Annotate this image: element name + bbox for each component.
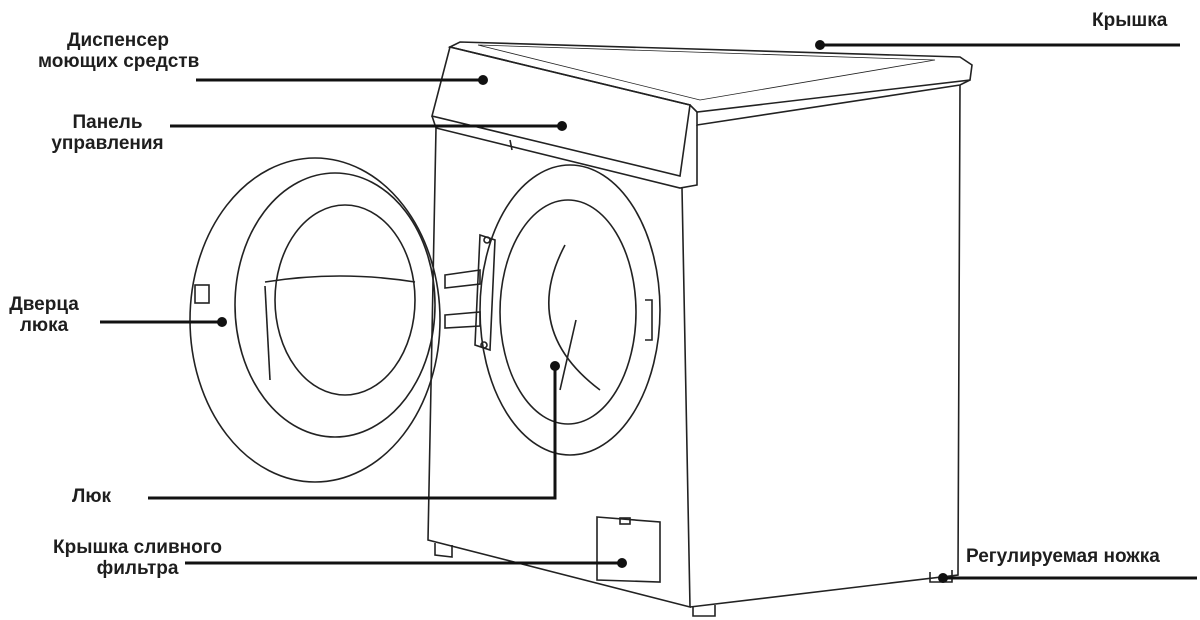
machine-body: [189, 41, 973, 617]
label-lid: Крышка: [1092, 10, 1168, 31]
label-foot: Регулируемая ножка: [966, 546, 1160, 567]
label-line: люка: [19, 315, 69, 336]
label-line: Панель: [72, 112, 143, 133]
label-hatch: Люк: [72, 486, 112, 507]
label-control-panel: Панель управления: [50, 112, 165, 154]
label-line: моющих средств: [38, 51, 200, 72]
label-dispenser: Диспенсер моющих средств: [38, 30, 200, 72]
label-line: Дверца: [9, 294, 79, 315]
label-line: Крышка сливного: [53, 537, 222, 558]
label-door: Дверца люка: [0, 294, 88, 336]
leader-dots: [217, 40, 948, 583]
label-line: управления: [51, 133, 164, 154]
label-filter-cover: Крышка сливного фильтра: [35, 537, 240, 579]
leader-hatch: [148, 366, 557, 500]
leader-lines: [100, 43, 1197, 580]
label-line: Диспенсер: [66, 30, 170, 51]
label-line: фильтра: [96, 558, 179, 579]
